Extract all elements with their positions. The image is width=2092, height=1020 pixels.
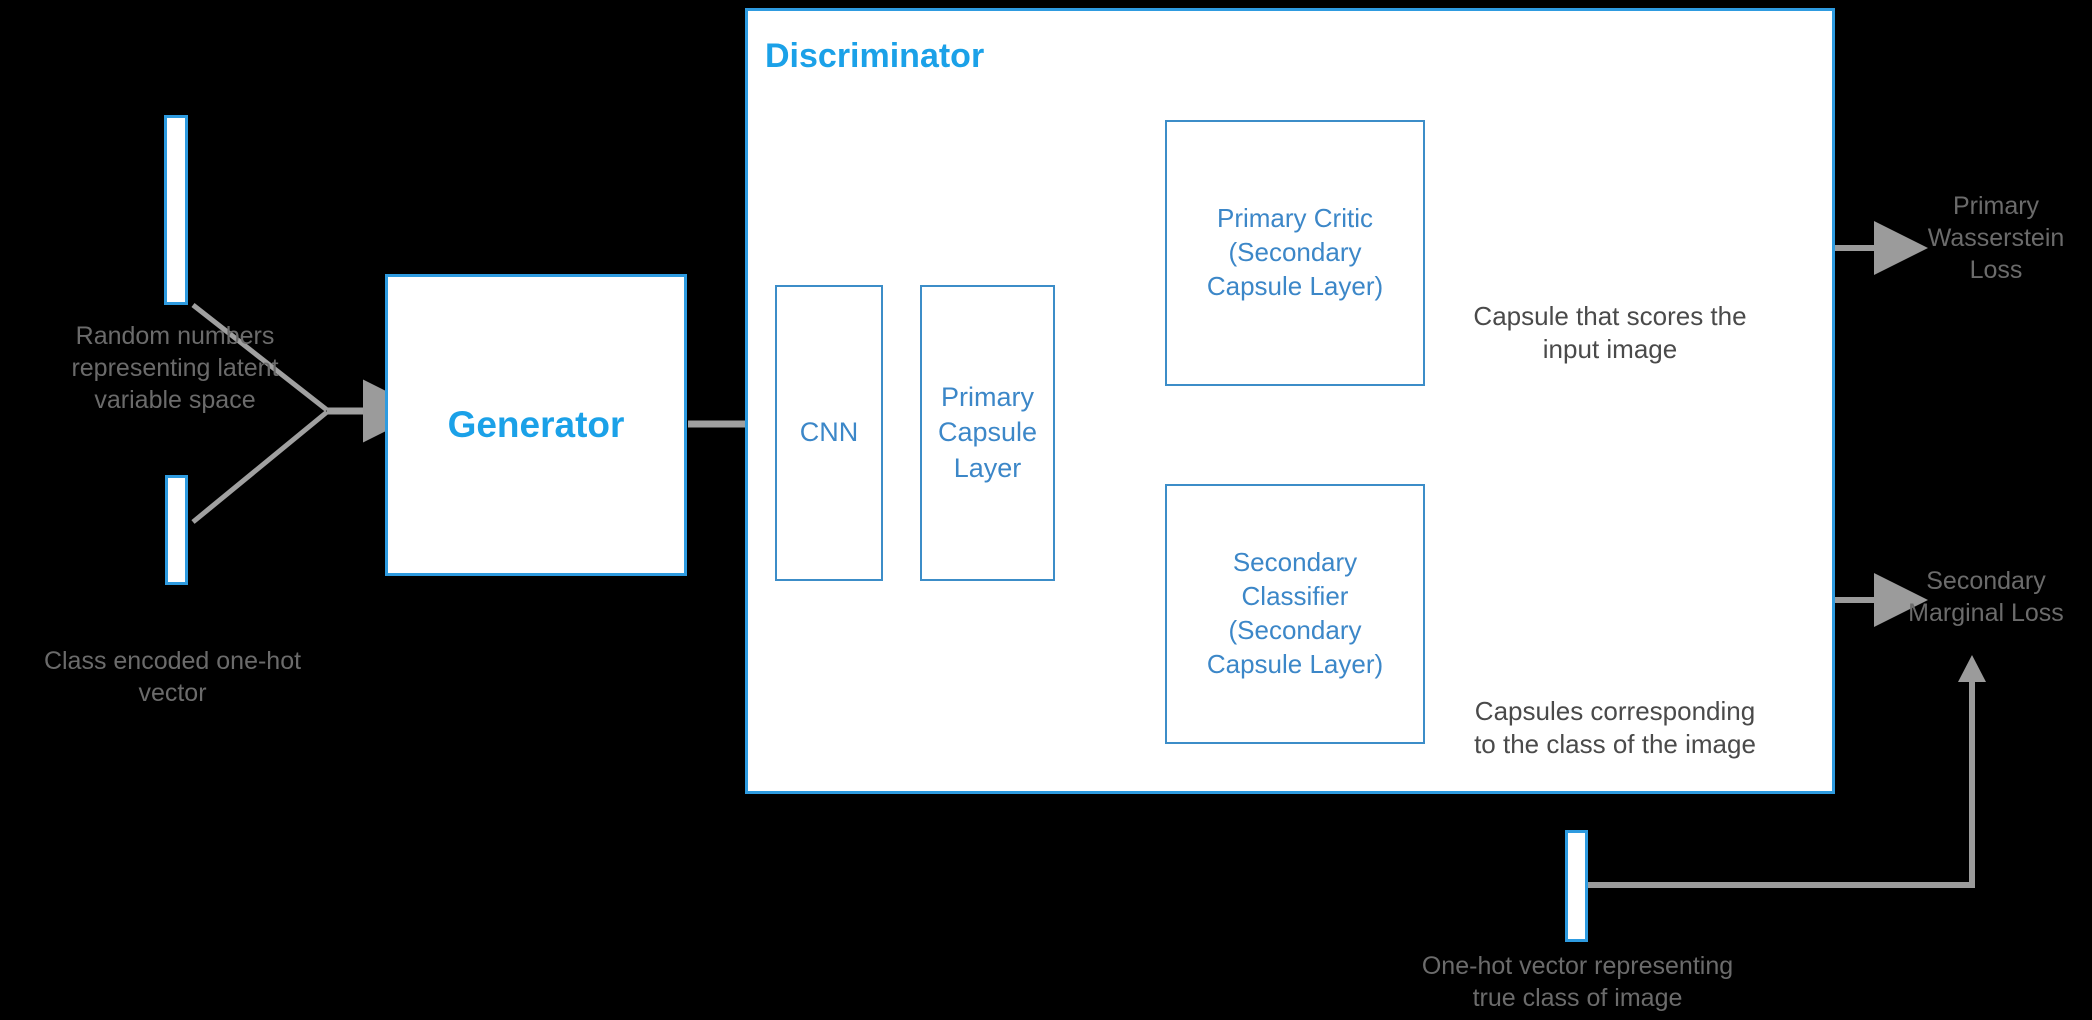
secondary-marginal-loss-label: Secondary Marginal Loss bbox=[1908, 567, 2064, 627]
capsule-score-caption: Capsule that scores the input image bbox=[1473, 301, 1747, 365]
capsules-class-caption: Capsules corresponding to the class of t… bbox=[1474, 696, 1756, 760]
generator-box[interactable] bbox=[385, 274, 687, 576]
true-class-to-secondary-loss-arrow bbox=[1587, 655, 1986, 888]
latent-vector-caption: Random numbers representing latent varia… bbox=[71, 322, 279, 414]
generator-label: Generator bbox=[447, 403, 625, 445]
onehot-vector-icon bbox=[165, 475, 188, 585]
secondary-classifier-box[interactable] bbox=[1165, 484, 1425, 744]
primary-critic-box[interactable] bbox=[1165, 120, 1425, 386]
primary-wasserstein-loss-label: Primary Wasserstein Loss bbox=[1927, 192, 2065, 284]
cnn-label: CNN bbox=[799, 417, 859, 448]
primary-capsule-layer-label: Primary Capsule Layer bbox=[937, 382, 1038, 483]
onehot-vector-caption: Class encoded one-hot vector bbox=[43, 647, 302, 707]
latent-vector-icon bbox=[164, 115, 188, 305]
input-merge-connector bbox=[191, 303, 426, 524]
true-class-caption: One-hot vector representing true class o… bbox=[1421, 952, 1734, 1012]
secondary-classifier-label: Secondary Classifier (Secondary Capsule … bbox=[1206, 547, 1384, 679]
primary-capsule-layer-box[interactable] bbox=[920, 285, 1055, 581]
discriminator-title: Discriminator bbox=[765, 37, 985, 75]
primary-critic-label: Primary Critic (Secondary Capsule Layer) bbox=[1206, 203, 1384, 301]
cnn-box[interactable] bbox=[775, 285, 883, 581]
true-class-onehot-vector-icon bbox=[1565, 830, 1588, 942]
